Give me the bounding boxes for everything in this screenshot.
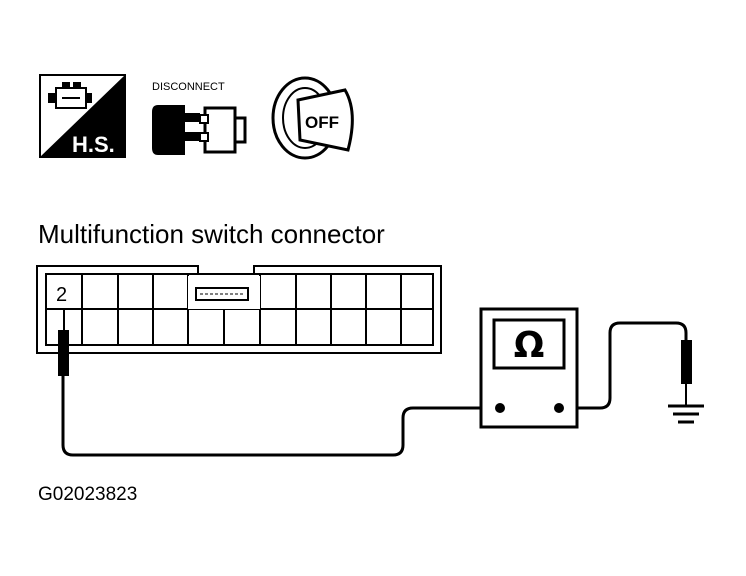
ground-wire [559,321,688,410]
disconnect-icon: DISCONNECT [152,81,247,155]
connector-probe [58,310,69,376]
ohm-symbol: Ω [514,325,545,366]
ignition-off-label: OFF [305,113,339,132]
meter-terminal-positive [554,403,564,413]
probe-wire [61,376,500,457]
ground-icon [668,404,704,424]
diagram-title: Multifunction switch connector [38,219,385,249]
pin-2-label: 2 [56,284,67,306]
hs-label: H.S. [72,132,115,157]
hood-open-icon: H.S. [39,74,126,158]
figure-code: G02023823 [38,484,137,505]
ignition-off-icon: OFF [271,76,354,160]
disconnect-label: DISCONNECT [152,81,225,93]
meter-terminal-negative [495,403,505,413]
connector-housing [36,265,442,354]
ohmmeter: Ω [479,307,579,429]
ground-probe [681,340,692,406]
